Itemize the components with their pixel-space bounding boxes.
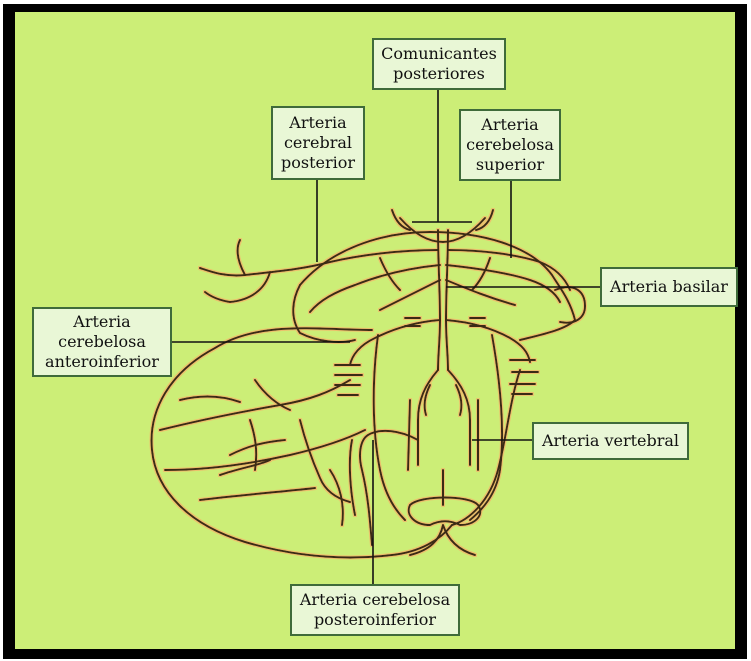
label-line: cerebelosa (58, 332, 146, 352)
label-line: Arteria (481, 115, 538, 135)
superior-cerebellar-artery (446, 265, 560, 302)
communicating-arteries (392, 210, 493, 230)
basilar-artery (438, 230, 440, 370)
label-line: Arteria (73, 312, 130, 332)
label-line: cerebral (284, 133, 352, 153)
basilar-artery (446, 230, 448, 370)
cerebellum-outline (152, 328, 452, 557)
cerebellar-branch (200, 488, 315, 500)
label-line: Arteria (289, 113, 346, 133)
pons-left (293, 285, 355, 342)
posterior-inferior-cerebellar-artery (350, 440, 355, 515)
label-line: cerebelosa (466, 135, 554, 155)
label-line: Comunicantes (381, 44, 497, 64)
posterior-cerebral-artery-right (448, 250, 570, 290)
label-line: superior (476, 155, 544, 175)
label-line: anteroinferior (45, 352, 159, 372)
label-arteria-cerebral-posterior: Arteria cerebral posterior (271, 106, 365, 180)
anterior-inferior-cerebellar-artery (446, 320, 530, 362)
cerebellar-branch (165, 430, 365, 470)
vertebral-artery (425, 385, 462, 415)
medulla-outline (374, 335, 405, 520)
label-arteria-cerebelosa-posteroinferior: Arteria cerebelosa posteroinferior (290, 584, 460, 636)
superior-cerebellar-branch (380, 258, 490, 290)
label-line: posteriores (393, 64, 485, 84)
spinal-artery (410, 525, 475, 555)
vertebral-artery (448, 370, 470, 465)
posterior-cerebral-branch (205, 240, 270, 302)
label-arteria-vertebral: Arteria vertebral (532, 422, 689, 460)
label-line: posterior (281, 153, 355, 173)
label-arteria-cerebelosa-anteroinferior: Arteria cerebelosa anteroinferior (32, 307, 172, 377)
superior-cerebellar-artery (310, 265, 440, 312)
cerebellar-branch (180, 396, 240, 402)
vertebral-artery (418, 370, 438, 465)
medulla-outline (470, 335, 502, 520)
cerebellar-branch (160, 380, 350, 430)
label-arteria-basilar: Arteria basilar (600, 267, 738, 307)
anterior-inferior-cerebellar-artery (350, 320, 440, 365)
label-line: Arteria cerebelosa (300, 590, 450, 610)
label-line: Arteria vertebral (542, 431, 679, 451)
label-line: posteroinferior (314, 610, 436, 630)
label-line: Arteria basilar (610, 277, 728, 297)
label-arteria-cerebelosa-superior: Arteria cerebelosa superior (459, 109, 561, 181)
label-comunicantes-posteriores: Comunicantes posteriores (372, 38, 506, 90)
